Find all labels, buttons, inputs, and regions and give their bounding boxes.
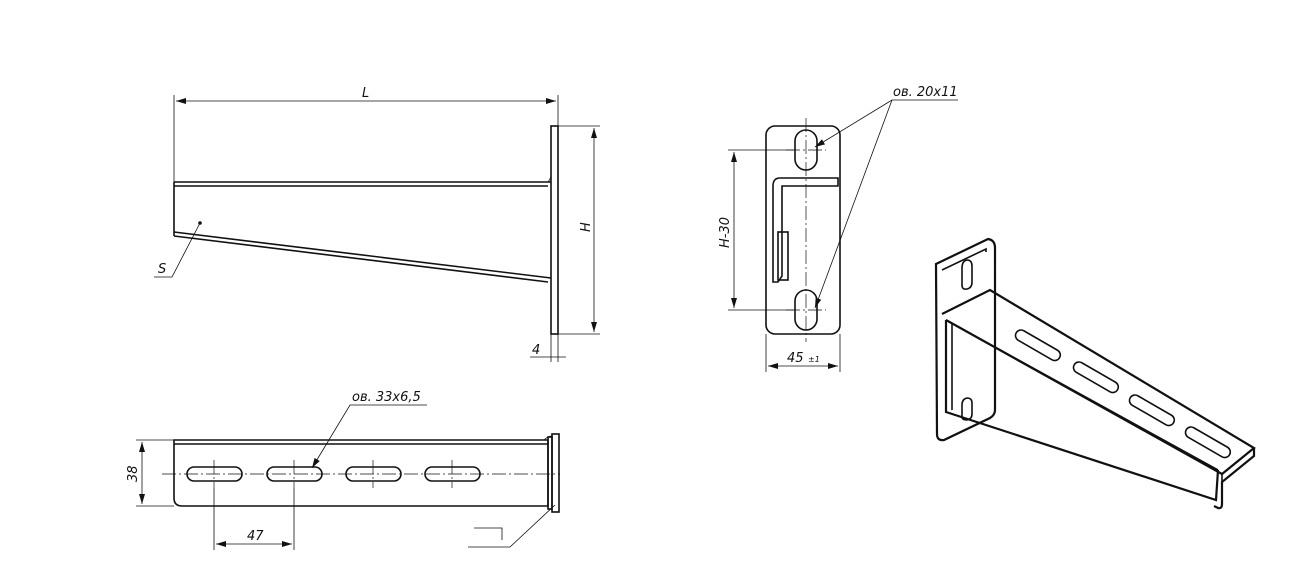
- dim-flange-height: 38: [126, 465, 141, 482]
- iso-slot: [1128, 394, 1176, 427]
- wall-plate: [765, 125, 841, 335]
- callout-arm-slot: ов. 33х6,5: [352, 390, 421, 405]
- side-view: H-30 45 ±1 ов. 20х11: [718, 85, 958, 372]
- plan-view: ов. 33х6,5 38 47: [126, 390, 560, 550]
- iso-wall-plate: [934, 237, 997, 442]
- front-view: S L H 4: [154, 86, 600, 362]
- dim-plate-width: 45: [787, 351, 804, 366]
- iso-slot: [1184, 426, 1232, 459]
- dim-plate-width-tolerance: ±1: [808, 355, 820, 364]
- label-thickness: S: [158, 262, 166, 277]
- slot: [345, 466, 402, 482]
- dim-slot-pitch: 47: [247, 529, 264, 544]
- front-wall-plate: [550, 125, 559, 335]
- iso-slot: [1072, 361, 1120, 394]
- slot: [424, 466, 481, 482]
- dim-plate-thickness: 4: [532, 343, 540, 358]
- isometric-view: [934, 237, 1256, 510]
- iso-arm-top: [941, 288, 1256, 476]
- slot: [266, 466, 323, 482]
- callout-plate-slot: ов. 20х11: [893, 85, 958, 100]
- slot: [186, 466, 243, 482]
- dim-slot-spacing: H-30: [718, 217, 733, 248]
- plan-arm-outline: [173, 439, 549, 507]
- dim-length: L: [362, 86, 369, 101]
- dim-height: H: [579, 222, 594, 232]
- iso-slot: [1014, 329, 1062, 362]
